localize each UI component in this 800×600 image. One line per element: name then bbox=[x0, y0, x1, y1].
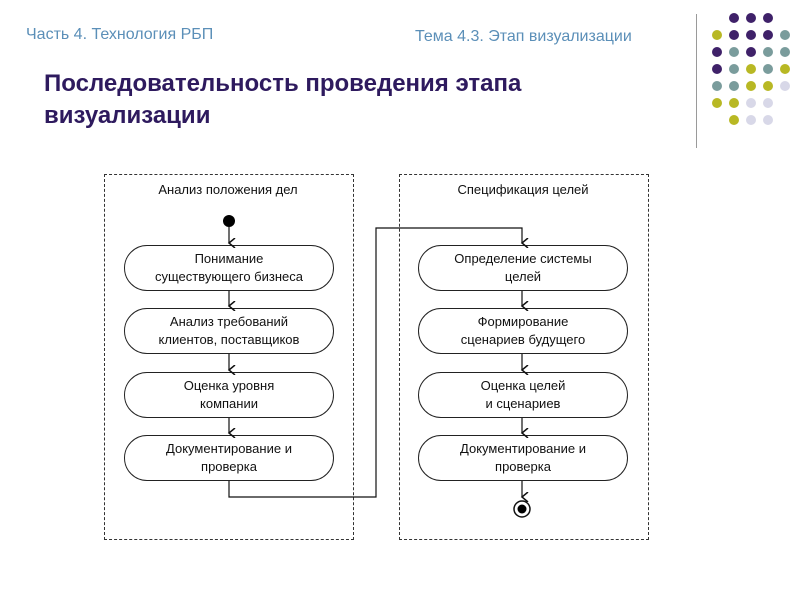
left-step-2: Анализ требований клиентов, поставщиков bbox=[124, 308, 334, 354]
decor-dot bbox=[729, 81, 739, 91]
decor-dot bbox=[729, 47, 739, 57]
decor-dot bbox=[746, 98, 756, 108]
decor-dot bbox=[712, 81, 722, 91]
decor-dot bbox=[712, 98, 722, 108]
right-step-2: Формирование сценариев будущего bbox=[418, 308, 628, 354]
decor-dot bbox=[746, 47, 756, 57]
section-header: Часть 4. Технология РБП bbox=[26, 26, 214, 43]
box-goal-spec bbox=[399, 174, 649, 540]
decor-dot bbox=[729, 115, 739, 125]
decor-dot bbox=[763, 30, 773, 40]
decor-dot bbox=[746, 64, 756, 74]
decor-dot bbox=[729, 13, 739, 23]
cross-connector bbox=[228, 227, 522, 498]
decor-dot bbox=[729, 64, 739, 74]
decor-dot bbox=[712, 64, 722, 74]
decor-dot bbox=[763, 47, 773, 57]
decor-dot bbox=[746, 115, 756, 125]
topic-header: Тема 4.3. Этап визуализации bbox=[415, 28, 632, 45]
box-current-state-title: Анализ положения дел bbox=[158, 182, 298, 197]
box-current-state bbox=[104, 174, 354, 540]
decor-dot bbox=[712, 30, 722, 40]
left-step-4: Документирование и проверка bbox=[124, 435, 334, 481]
decor-dot bbox=[729, 30, 739, 40]
decor-dot bbox=[746, 30, 756, 40]
decor-dot bbox=[746, 81, 756, 91]
box-goal-spec-title: Спецификация целей bbox=[457, 182, 589, 197]
decor-dot bbox=[763, 81, 773, 91]
decor-dot bbox=[712, 47, 722, 57]
decor-dot bbox=[763, 98, 773, 108]
right-step-3: Оценка целей и сценариев bbox=[418, 372, 628, 418]
decor-dot bbox=[780, 64, 790, 74]
decor-dot bbox=[780, 30, 790, 40]
decor-dot bbox=[746, 13, 756, 23]
left-step-3: Оценка уровня компании bbox=[124, 372, 334, 418]
decor-dot bbox=[729, 98, 739, 108]
start-node-icon bbox=[223, 215, 235, 227]
decor-dot bbox=[780, 81, 790, 91]
right-step-1: Определение системы целей bbox=[418, 245, 628, 291]
decor-divider bbox=[696, 14, 697, 148]
decor-dot bbox=[763, 13, 773, 23]
decor-dot bbox=[763, 64, 773, 74]
decor-dot bbox=[780, 47, 790, 57]
decor-dot bbox=[763, 115, 773, 125]
slide-title: Последовательность проведения этапа визу… bbox=[44, 70, 522, 129]
